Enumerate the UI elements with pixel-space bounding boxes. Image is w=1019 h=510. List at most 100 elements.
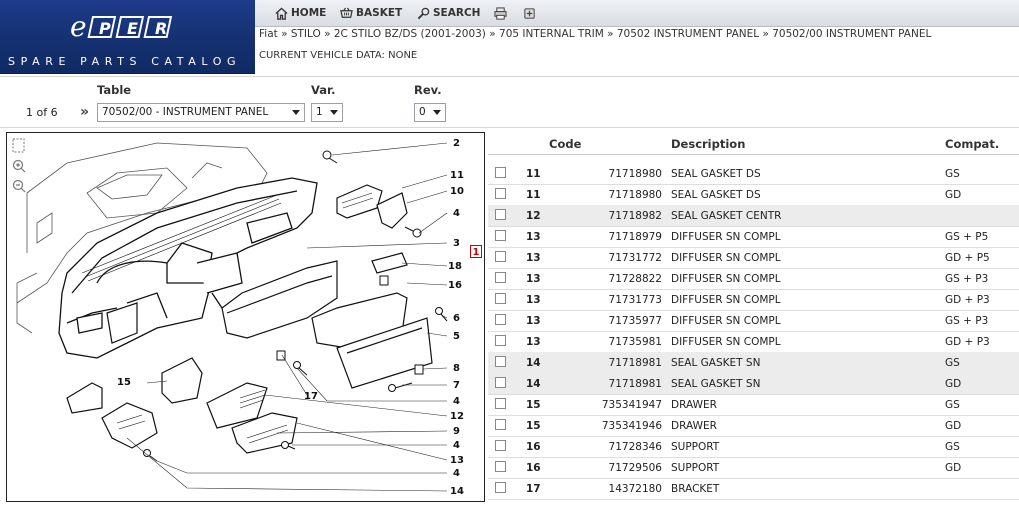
- table-label: Table: [97, 83, 132, 97]
- basket-button[interactable]: BASKET: [340, 4, 402, 22]
- row-compat: GS: [945, 168, 960, 180]
- row-checkbox[interactable]: [495, 377, 506, 388]
- column-header-description[interactable]: Description: [671, 137, 746, 151]
- row-checkbox[interactable]: [495, 251, 506, 262]
- row-checkbox[interactable]: [495, 461, 506, 472]
- home-button[interactable]: HOME: [275, 4, 326, 22]
- rev-select[interactable]: 0: [414, 103, 446, 122]
- row-code: 735341946: [601, 420, 662, 432]
- callout-5[interactable]: 5: [453, 331, 460, 342]
- row-code: 71728822: [608, 273, 662, 285]
- row-checkbox[interactable]: [495, 188, 506, 199]
- table-select[interactable]: 70502/00 - INSTRUMENT PANEL: [97, 103, 305, 122]
- row-code: 71718979: [608, 231, 662, 243]
- row-checkbox[interactable]: [495, 167, 506, 178]
- row-compat: GS: [945, 399, 960, 411]
- row-checkbox[interactable]: [495, 230, 506, 241]
- row-checkbox[interactable]: [495, 482, 506, 493]
- callout-13[interactable]: 13: [450, 455, 464, 466]
- row-description: SUPPORT: [671, 462, 720, 474]
- row-checkbox[interactable]: [495, 293, 506, 304]
- chevron-down-icon: [330, 110, 338, 115]
- callout-18[interactable]: 18: [448, 261, 462, 272]
- callout-8[interactable]: 8: [453, 363, 460, 374]
- row-description: DRAWER: [671, 399, 717, 411]
- callout-2[interactable]: 2: [453, 138, 460, 149]
- print-button[interactable]: [494, 4, 507, 22]
- logo-tagline: SPARE PARTS CATALOG: [8, 55, 242, 68]
- callout-4[interactable]: 4: [453, 208, 460, 219]
- home-icon: [275, 7, 288, 20]
- var-label: Var.: [311, 83, 336, 97]
- settings-button[interactable]: [523, 4, 536, 22]
- row-checkbox[interactable]: [495, 272, 506, 283]
- callout-16[interactable]: 16: [448, 280, 462, 291]
- callout-3[interactable]: 3: [453, 238, 460, 249]
- callout-12[interactable]: 12: [450, 411, 464, 422]
- row-code: 71718980: [608, 189, 662, 201]
- svg-text:P: P: [99, 19, 111, 38]
- callout-4[interactable]: 4: [453, 396, 460, 407]
- row-position: 13: [526, 294, 541, 306]
- callout-17[interactable]: 17: [304, 391, 318, 402]
- callout-10[interactable]: 10: [450, 186, 464, 197]
- callout-15[interactable]: 15: [117, 377, 131, 388]
- callout-4[interactable]: 4: [453, 468, 460, 479]
- callout-4[interactable]: 4: [453, 440, 460, 451]
- row-description: DIFFUSER SN COMPL: [671, 294, 781, 306]
- zoom-out-icon[interactable]: [12, 179, 26, 193]
- row-compat: GD: [945, 420, 962, 432]
- row-code: 71718981: [608, 378, 662, 390]
- search-label: SEARCH: [433, 7, 481, 19]
- callout-14[interactable]: 14: [450, 486, 464, 497]
- exploded-parts-drawing[interactable]: 2 11 10 4 3 18 16 6 5 8 7 4 12 9 4 13 4 …: [6, 132, 485, 502]
- row-code: 71718982: [608, 210, 662, 222]
- row-checkbox[interactable]: [495, 398, 506, 409]
- var-select[interactable]: 1: [311, 103, 343, 122]
- search-button[interactable]: SEARCH: [417, 4, 480, 22]
- callout-6[interactable]: 6: [453, 313, 460, 324]
- double-chevron-right-icon[interactable]: »: [80, 104, 90, 120]
- row-checkbox[interactable]: [495, 335, 506, 346]
- table-selector-bar: Table Var. Rev. 1 of 6 » 70502/00 - INST…: [0, 76, 1019, 128]
- row-checkbox[interactable]: [495, 419, 506, 430]
- fit-icon[interactable]: [12, 138, 25, 153]
- row-compat: GD + P5: [945, 252, 990, 264]
- row-checkbox[interactable]: [495, 356, 506, 367]
- breadcrumb[interactable]: Fiat » STILO » 2C STILO BZ/DS (2001-2003…: [259, 28, 932, 40]
- row-checkbox[interactable]: [495, 209, 506, 220]
- zoom-in-icon[interactable]: [12, 159, 26, 173]
- position-marker[interactable]: 1: [470, 245, 482, 258]
- row-compat: GS + P5: [945, 231, 989, 243]
- eper-logo: e P E R SPARE PARTS CATALOG: [0, 0, 255, 74]
- row-description: DIFFUSER SN COMPL: [671, 231, 781, 243]
- row-checkbox[interactable]: [495, 314, 506, 325]
- row-position: 13: [526, 315, 541, 327]
- callout-9[interactable]: 9: [453, 426, 460, 437]
- column-header-code[interactable]: Code: [549, 137, 582, 151]
- row-position: 14: [526, 357, 541, 369]
- column-header-compat[interactable]: Compat.: [945, 137, 1000, 151]
- svg-text:E: E: [127, 19, 138, 38]
- callout-11[interactable]: 11: [450, 170, 464, 181]
- table-select-value: 70502/00 - INSTRUMENT PANEL: [102, 106, 269, 118]
- callout-7[interactable]: 7: [453, 380, 460, 391]
- row-description: BRACKET: [671, 483, 720, 495]
- row-checkbox[interactable]: [495, 440, 506, 451]
